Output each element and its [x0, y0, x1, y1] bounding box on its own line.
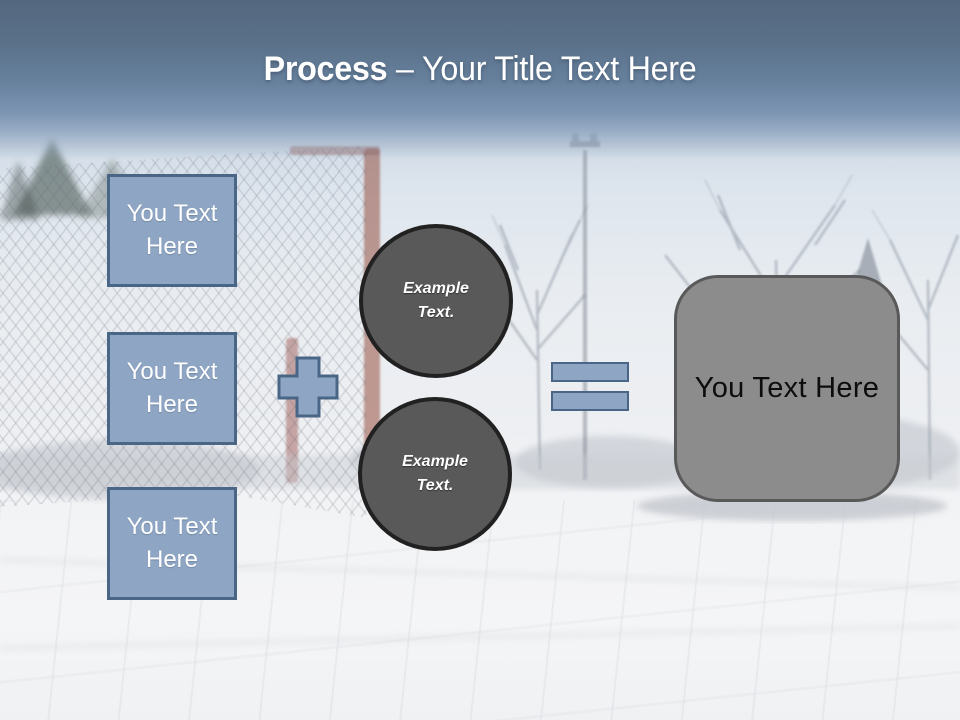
- title-banner: [0, 0, 960, 160]
- process-input-box-2-label: You Text Here: [126, 358, 218, 418]
- process-input-box-2[interactable]: You Text Here: [107, 332, 237, 445]
- light-pole: [570, 133, 600, 480]
- title-subtitle: Your Title Text Here: [422, 50, 697, 88]
- equals-bar-bottom: [551, 391, 629, 411]
- equals-bar-top: [551, 362, 629, 382]
- slide-title: Process–Your Title Text Here: [24, 50, 936, 89]
- example-circle-1[interactable]: Example Text.: [359, 224, 513, 378]
- process-input-box-1-label: You Text Here: [126, 200, 218, 260]
- example-circle-2[interactable]: Example Text.: [358, 397, 512, 551]
- result-box[interactable]: You Text Here: [674, 275, 900, 502]
- process-input-box-1[interactable]: You Text Here: [107, 174, 237, 287]
- result-box-label: You Text Here: [694, 372, 880, 404]
- title-keyword: Process: [263, 50, 388, 88]
- process-input-box-3[interactable]: You Text Here: [107, 487, 237, 600]
- example-circle-2-label: Example Text.: [402, 453, 468, 494]
- plus-icon: [277, 356, 339, 418]
- plus-sign-shape[interactable]: [277, 356, 339, 418]
- process-input-box-3-label: You Text Here: [126, 513, 218, 573]
- example-circle-1-label: Example Text.: [403, 280, 469, 321]
- title-dash-separator: –: [395, 50, 414, 88]
- equals-sign-shape[interactable]: [551, 362, 629, 420]
